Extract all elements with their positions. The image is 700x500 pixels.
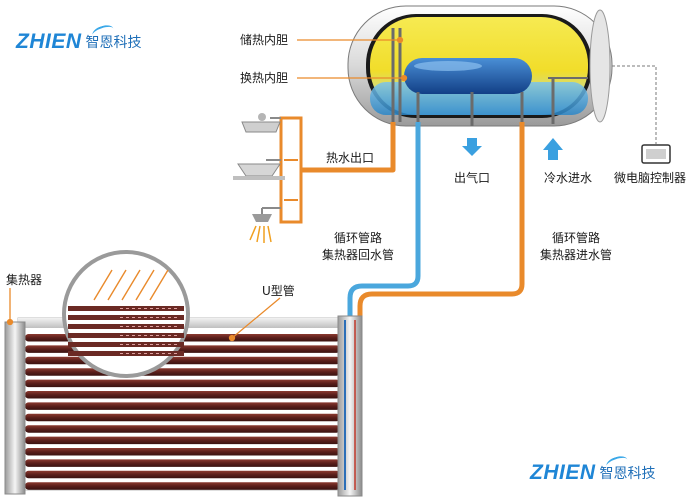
brand-logo-top: ZHIEN 智恩科技: [16, 22, 142, 54]
collector-tube: [25, 402, 340, 410]
air-outlet-arrow: [462, 138, 482, 156]
collector-leaders: [6, 288, 281, 342]
u-tube-label: U型管: [262, 284, 295, 298]
collector-tube: [25, 356, 340, 365]
collector-tube: [25, 425, 340, 433]
hot-water-fixtures: [233, 113, 303, 243]
brand-wordmark: ZHIEN: [530, 461, 596, 484]
magnified-view: [62, 250, 190, 378]
exchange-tank-label: 换热内胆: [240, 71, 289, 85]
collector-tube: [25, 368, 340, 376]
collector-tube: [25, 459, 340, 467]
collector-tube: [25, 470, 340, 479]
supply-pipe-label-line1: 循环管路: [552, 231, 601, 245]
hot-outlet-pipe: [301, 122, 396, 173]
collector-tube: [25, 391, 340, 399]
collector-tube: [25, 482, 340, 490]
internal-pipes: [391, 28, 588, 126]
controller-label: 微电脑控制器: [614, 171, 687, 185]
collector-supply-pipe: [357, 122, 525, 320]
collector-label: 集热器: [6, 273, 43, 287]
supply-pipe-label: 循环管路 集热器进水管: [540, 230, 612, 264]
exchange-tank: [404, 58, 532, 94]
brand-chinese-name: 智恩科技: [599, 466, 656, 482]
brand-chinese-name: 智恩科技: [85, 35, 142, 51]
brand-wordmark: ZHIEN: [16, 30, 82, 53]
cold-inlet-label: 冷水进水: [544, 171, 593, 185]
collector-tube: [25, 436, 340, 445]
return-pipe-label-line1: 循环管路: [334, 231, 383, 245]
hot-outlet-label: 热水出口: [326, 151, 375, 165]
collector-tube: [25, 379, 340, 388]
controller-box: [612, 65, 671, 164]
air-outlet-label: 出气口: [454, 171, 491, 185]
collector-return-pipe: [347, 122, 421, 320]
brand-logo-bottom: ZHIEN 智恩科技: [530, 453, 656, 485]
label-leaders: [297, 36, 408, 82]
collector-tube: [25, 413, 340, 422]
return-pipe-label-line2: 集热器回水管: [322, 248, 395, 262]
storage-tank-label: 储热内胆: [240, 33, 289, 47]
supply-pipe-label-line2: 集热器进水管: [540, 248, 613, 262]
collector-tube: [25, 448, 340, 456]
cold-inlet-arrow: [543, 138, 563, 160]
return-pipe-label: 循环管路 集热器回水管: [322, 230, 394, 264]
